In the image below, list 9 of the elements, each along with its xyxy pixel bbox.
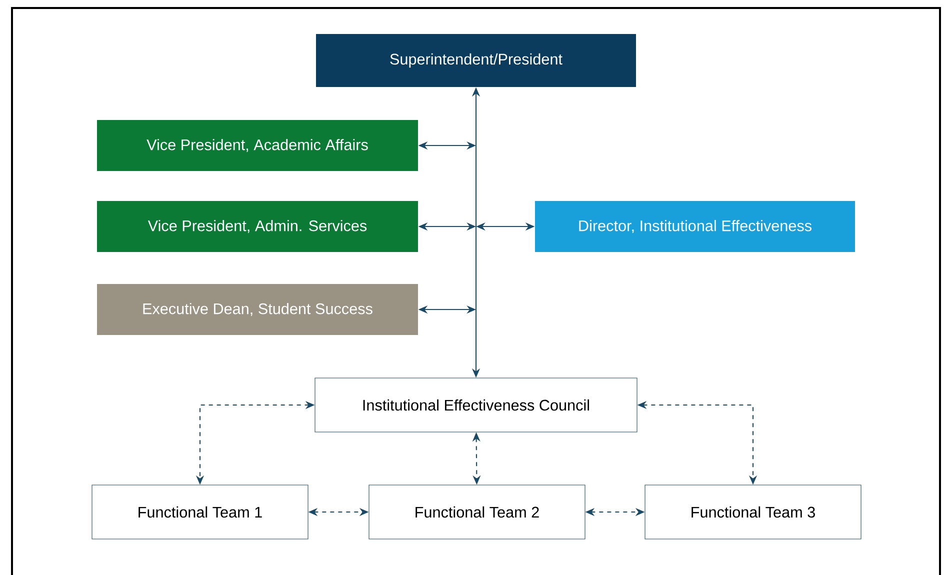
leader-box: Superintendent/President [316, 34, 636, 87]
council-box: Institutional Effectiveness Council [314, 378, 638, 432]
team-box: Functional Team 3 [644, 484, 862, 540]
director-box: Director, Institutional Effectiveness [535, 201, 855, 252]
vice-president-box: Vice President, Admin. Services [97, 201, 418, 252]
team-box: Functional Team 2 [368, 484, 586, 540]
team-box: Functional Team 1 [92, 484, 308, 540]
dean-box: Executive Dean, Student Success [97, 284, 418, 335]
vice-president-box: Vice President, Academic Affairs [97, 120, 418, 171]
